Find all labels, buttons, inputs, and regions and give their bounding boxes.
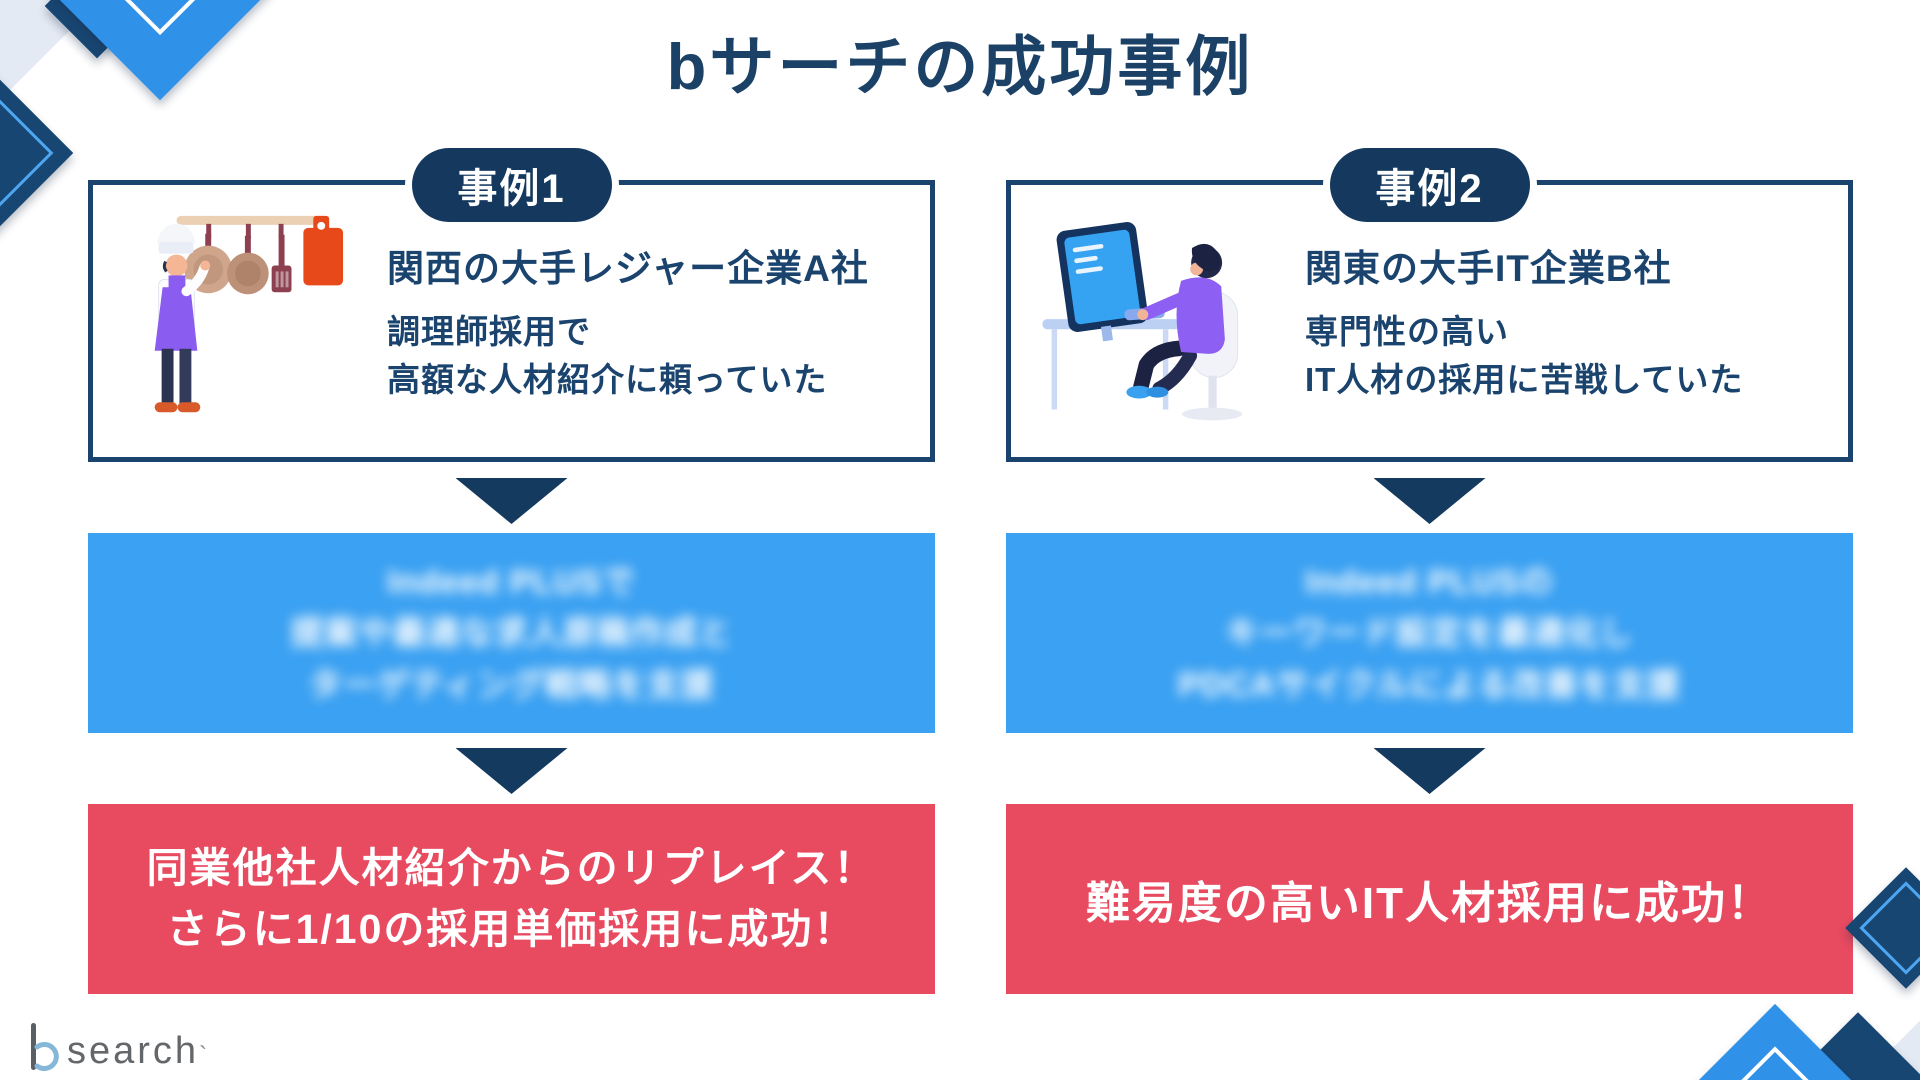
case1-solution-box: Indeed PLUSで 提案や最適な求人原稿作成と ターゲティング戦略を支援 [88,533,935,733]
case1-solution-line3: ターゲティング戦略を支援 [308,665,715,703]
diamond-outline [1711,1046,1839,1080]
case2-problem-line1: 専門性の高い [1305,312,1509,350]
case2-solution-box: Indeed PLUSの キーワード設定を最適化し PDCAサイクルによる改善を… [1006,533,1853,733]
logo-tail-mark: ` [199,1042,208,1069]
page-title: bサーチの成功事例 [666,30,1254,103]
case1-problem-line2: 高額な人材紹介に頼っていた [387,361,828,398]
logo-wordmark: search [67,1030,200,1072]
case2-card: 事例2 [1006,148,1853,462]
case2-column: 事例2 [1006,148,1853,994]
case1-solution-text-blurred: Indeed PLUSで 提案や最適な求人原稿作成と ターゲティング戦略を支援 [291,556,733,709]
case1-solution-line1: Indeed PLUSで [387,563,636,601]
down-arrow-icon [1373,748,1486,794]
case2-company: 関東の大手IT企業B社 [1305,247,1672,289]
case1-badge: 事例1 [411,148,612,222]
case1-solution-line2: 提案や最適な求人原稿作成と [290,614,733,652]
case1-result-line2: さらに1/10の採用単価採用に成功！ [166,906,857,952]
case1-column: 事例1 [88,148,935,994]
case2-result-line1: 難易度の高いIT人材採用に成功！ [1085,879,1774,928]
bottom-right-navy-diamond-outlined [1845,867,1920,989]
case2-problem-line2: IT人材の採用に苦戦していた [1305,361,1744,398]
down-arrow-icon [455,478,568,524]
case1-problem-line1: 調理師採用で [387,312,591,350]
diamond-outline [104,0,216,36]
case2-result-box: 難易度の高いIT人材採用に成功！ [1006,804,1853,994]
case1-result-line1: 同業他社人材紹介からのリプレイス！ [146,844,877,891]
logo-b-icon [31,1023,59,1071]
case1-company: 関西の大手レジャー企業A社 [387,247,869,289]
down-arrow-icon [455,748,568,794]
diamond-outline [1859,881,1920,975]
down-arrow-icon [1373,478,1486,524]
case2-badge: 事例2 [1329,148,1530,222]
case1-text-block: 関西の大手レジャー企業A社 調理師採用で 高額な人材紹介に頼っていた [387,238,869,404]
bsearch-logo: search ` [26,1022,207,1072]
case2-solution-line3: PDCAサイクルによる改善を支援 [1178,665,1681,703]
case1-result-box: 同業他社人材紹介からのリプレイス！ さらに1/10の採用単価採用に成功！ [88,804,935,994]
case1-card: 事例1 [88,148,935,462]
person-at-computer-illustration [1042,222,1243,421]
case2-solution-text-blurred: Indeed PLUSの キーワード設定を最適化し PDCAサイクルによる改善を… [1178,556,1681,709]
case1-problem: 調理師採用で 高額な人材紹介に頼っていた [387,308,869,404]
case2-problem: 専門性の高い IT人材の採用に苦戦していた [1305,308,1743,404]
case2-solution-line1: Indeed PLUSの [1305,563,1554,601]
case2-text-block: 関東の大手IT企業B社 専門性の高い IT人材の採用に苦戦していた [1305,238,1743,404]
case2-solution-line2: キーワード設定を最適化し [1225,614,1634,652]
chef-illustration [154,215,344,413]
